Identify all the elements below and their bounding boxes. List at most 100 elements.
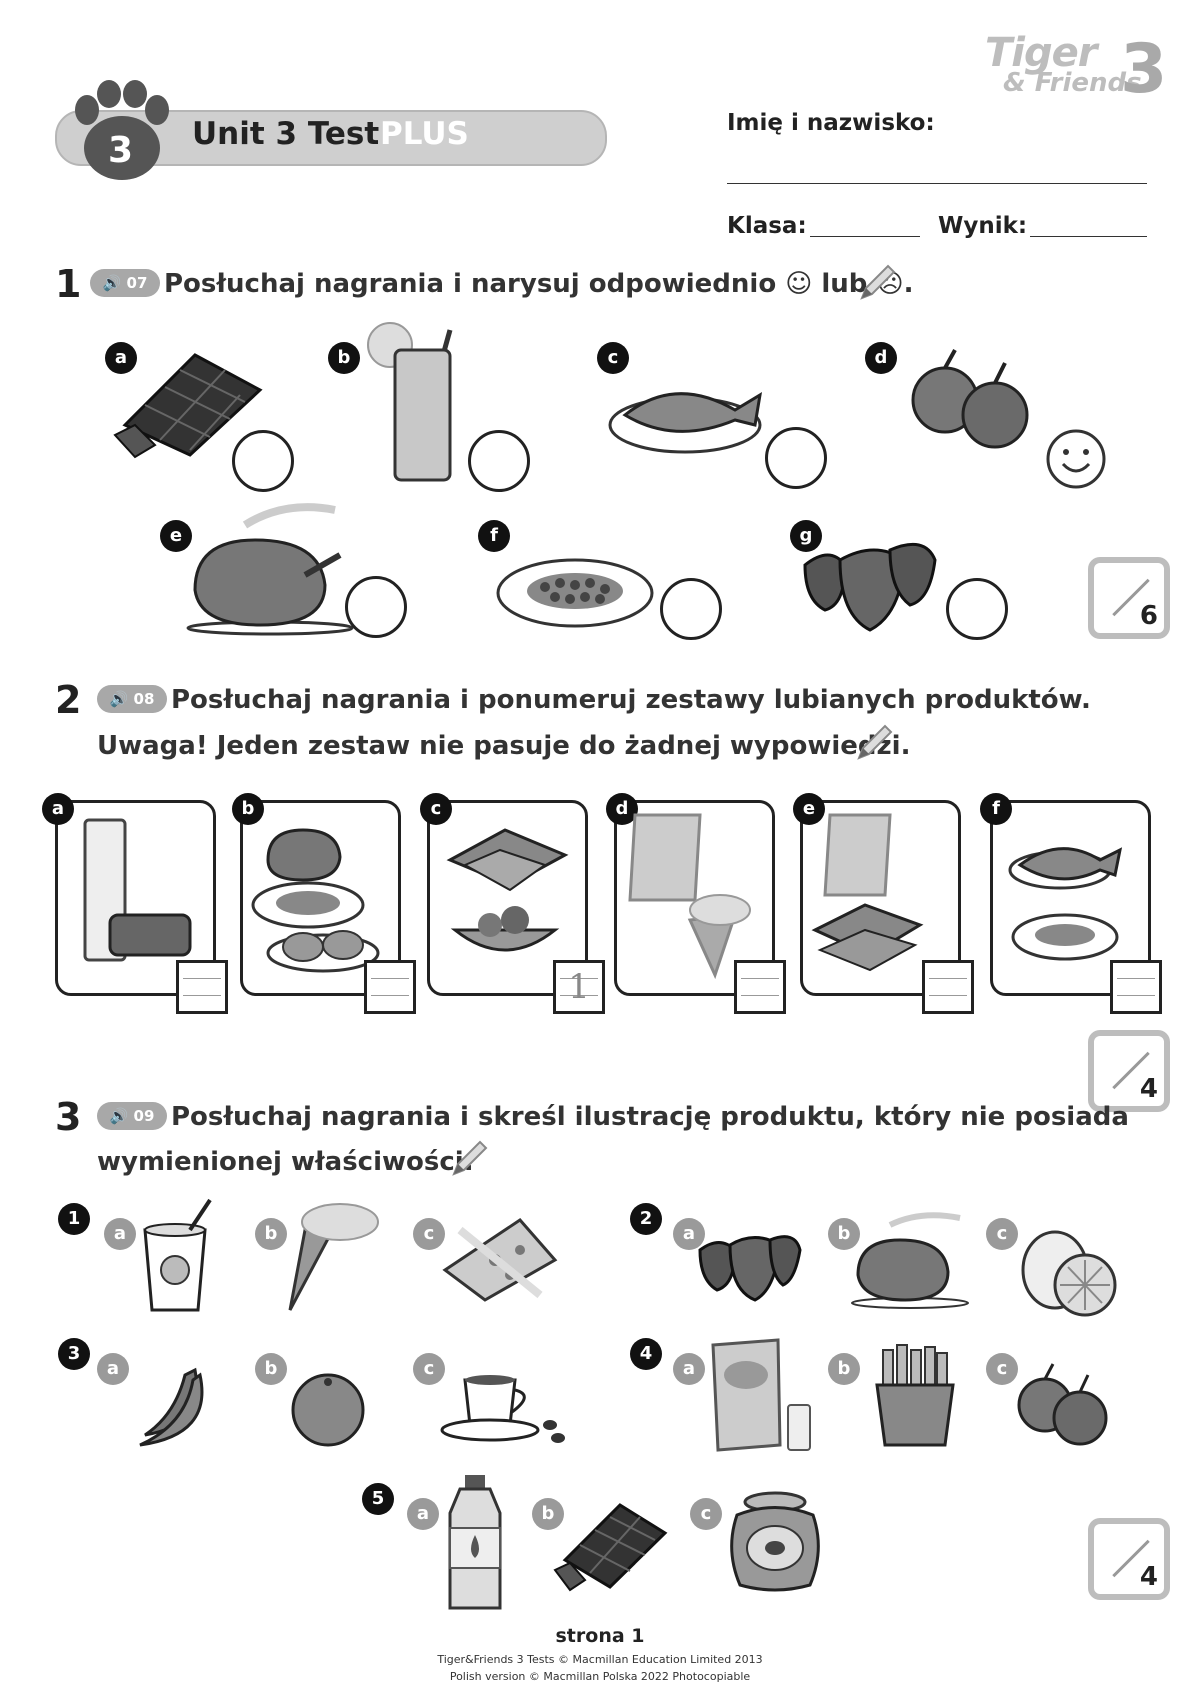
smile-face-icon	[1046, 429, 1106, 489]
q2-number: 2	[55, 678, 82, 722]
q2-label-b: b	[232, 793, 264, 825]
pencil-icon	[857, 724, 893, 760]
crisps-ice-cream-icon	[628, 813, 751, 980]
cheese-icon[interactable]	[440, 1210, 560, 1305]
coffee-icon[interactable]	[440, 1350, 570, 1450]
q1-answer-f[interactable]	[660, 578, 722, 640]
q2-score-box[interactable]: 4	[1088, 1030, 1170, 1112]
q2-label-a: a	[42, 793, 74, 825]
fish-peas-icon	[1008, 847, 1123, 961]
q2-answer-a[interactable]	[176, 960, 228, 1014]
q3-g2-label-b: b	[828, 1218, 860, 1250]
q1-audio-badge[interactable]: 🔊 07	[90, 269, 160, 297]
q1-score-box[interactable]: 6	[1088, 557, 1170, 639]
q3-g2-label-c: c	[986, 1218, 1018, 1250]
q3-g5-label-c: c	[690, 1498, 722, 1530]
q3-g2-label-a: a	[673, 1218, 705, 1250]
q1-label-f: f	[478, 520, 510, 552]
q1-label-c: c	[597, 342, 629, 374]
q3-g4-label-b: b	[828, 1353, 860, 1385]
water-bottle-icon[interactable]	[445, 1473, 505, 1613]
q3-g4-label-a: a	[673, 1353, 705, 1385]
q3-g5-label-a: a	[407, 1498, 439, 1530]
q1-label-d: d	[865, 342, 897, 374]
strawberries-icon[interactable]	[695, 1225, 805, 1305]
pencil-icon	[452, 1140, 488, 1176]
copyright-line-2: Polish version © Macmillan Polska 2022 P…	[449, 1670, 751, 1683]
strawberries-icon	[803, 542, 937, 632]
q2-answer-b[interactable]	[364, 960, 416, 1014]
q3-g1-label-a: a	[104, 1218, 136, 1250]
q3-g1-label-b: b	[255, 1218, 287, 1250]
apples-icon	[911, 349, 1029, 449]
q2-answer-c[interactable]: 1	[553, 960, 605, 1014]
q1-answer-b[interactable]	[468, 430, 530, 492]
apples-icon[interactable]	[1015, 1360, 1115, 1455]
tiger-friends-logo: Tiger & Friends 3	[985, 30, 1168, 109]
q1-label-a: a	[105, 342, 137, 374]
chicken-peas-potatoes-icon	[251, 828, 380, 973]
q3-g3-label-c: c	[413, 1353, 445, 1385]
score-label: Wynik:	[938, 213, 1028, 239]
sandwich-salad-icon	[446, 828, 569, 952]
chips-icon[interactable]	[875, 1344, 955, 1450]
class-label: Klasa:	[727, 213, 807, 239]
q1-label-g: g	[790, 520, 822, 552]
q1-answer-a[interactable]	[232, 430, 294, 492]
q1-answer-g[interactable]	[946, 578, 1008, 640]
q3-g3-label-b: b	[255, 1353, 287, 1385]
honey-icon[interactable]	[725, 1490, 825, 1595]
q2-label-d: d	[606, 793, 638, 825]
crisps-icon[interactable]	[708, 1335, 818, 1455]
paw-icon	[75, 80, 169, 180]
plus-badge: PLUS	[380, 116, 469, 152]
lemon-icon[interactable]	[1020, 1225, 1120, 1320]
crisps-sandwich-icon	[811, 813, 924, 972]
q2-label-f: f	[980, 793, 1012, 825]
q2-audio-badge[interactable]: 🔊 08	[97, 685, 167, 713]
page-number: strona 1	[555, 1625, 645, 1647]
copyright-line-1: Tiger&Friends 3 Tests © Macmillan Educat…	[437, 1653, 763, 1666]
q3-group-5-number: 5	[362, 1483, 394, 1515]
q3-g3-label-a: a	[97, 1353, 129, 1385]
orange-icon[interactable]	[290, 1370, 370, 1450]
q3-score-box[interactable]: 4	[1088, 1518, 1170, 1600]
peas-icon	[496, 558, 654, 628]
q1-label-e: e	[160, 520, 192, 552]
name-label: Imię i nazwisko:	[727, 110, 935, 136]
fish-icon	[608, 392, 763, 454]
pencil-icon	[860, 264, 896, 300]
q3-instruction-line2: wymienionej właściwości.	[97, 1147, 474, 1177]
q2-answer-f[interactable]	[1110, 960, 1162, 1014]
ice-cream-icon[interactable]	[285, 1200, 385, 1315]
page-title: Unit 3 Test	[192, 116, 380, 152]
q3-number: 3	[55, 1095, 82, 1139]
q2-label-e: e	[793, 793, 825, 825]
q2-instruction-line2: Uwaga! Jeden zestaw nie pasuje do żadnej…	[97, 731, 911, 761]
q1-label-b: b	[328, 342, 360, 374]
bananas-icon[interactable]	[135, 1365, 215, 1450]
juice-icon	[367, 322, 453, 482]
q3-group-1-number: 1	[58, 1203, 90, 1235]
q1-answer-e[interactable]	[345, 576, 407, 638]
q2-answer-e[interactable]	[922, 960, 974, 1014]
q3-audio-badge[interactable]: 🔊 09	[97, 1102, 167, 1130]
q2-label-c: c	[420, 793, 452, 825]
name-field[interactable]	[727, 183, 1147, 184]
yoghurt-icon[interactable]	[140, 1198, 225, 1315]
q1-number: 1	[55, 262, 82, 306]
chicken-icon[interactable]	[850, 1210, 970, 1310]
q1-answer-c[interactable]	[765, 427, 827, 489]
score-field[interactable]	[1030, 236, 1147, 237]
q3-group-2-number: 2	[630, 1203, 662, 1235]
chocolate-icon[interactable]	[553, 1495, 670, 1595]
class-field[interactable]	[810, 236, 920, 237]
chicken-icon	[186, 503, 354, 636]
q3-g5-label-b: b	[532, 1498, 564, 1530]
q2-answer-d[interactable]	[734, 960, 786, 1014]
q3-g1-label-c: c	[413, 1218, 445, 1250]
q3-group-4-number: 4	[630, 1338, 662, 1370]
